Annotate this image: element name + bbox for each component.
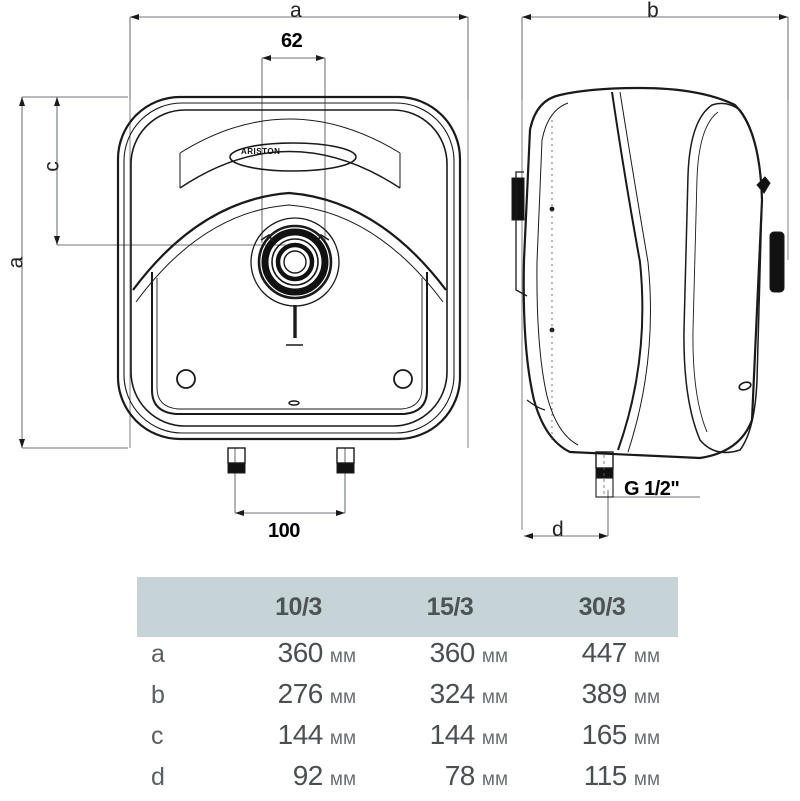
- front-view-outline: [116, 95, 462, 441]
- table-row: d 92 мм 78 мм 115 мм: [137, 760, 678, 801]
- cell-value: 389: [581, 678, 628, 709]
- cell-unit: мм: [481, 687, 508, 708]
- cell-b-30-3: 389 мм: [526, 678, 678, 710]
- cell-unit: мм: [329, 728, 356, 749]
- dim-label-a-top: a: [290, 0, 302, 22]
- cell-unit: мм: [329, 646, 356, 667]
- side-wall-bracket: [511, 171, 528, 297]
- brand-badge: [229, 142, 357, 172]
- dim-label-d: d: [552, 518, 564, 541]
- brand-badge-label: ARISTON: [241, 147, 281, 156]
- dimension-lines-front: [21, 16, 469, 514]
- cell-a-15-3: 360 мм: [374, 637, 526, 669]
- table-row: c 144 мм 144 мм 165 мм: [137, 719, 678, 760]
- table-header-row: 10/3 15/3 30/3: [137, 577, 678, 637]
- cell-unit: мм: [481, 646, 508, 667]
- cell-value: 144: [429, 719, 476, 750]
- side-view-outline: [522, 86, 764, 460]
- dimensions-table: 10/3 15/3 30/3 a 360 мм 360 мм 447 мм b …: [137, 577, 678, 801]
- cell-unit: мм: [481, 769, 508, 790]
- cell-value: 92: [292, 760, 324, 791]
- cell-unit: мм: [633, 728, 660, 749]
- cell-d-10-3: 92 мм: [223, 760, 374, 792]
- cell-a-10-3: 360 мм: [223, 637, 374, 669]
- cell-c-30-3: 165 мм: [526, 719, 678, 751]
- cell-value: 360: [429, 637, 476, 668]
- cell-value: 144: [277, 719, 324, 750]
- dim-label-b: b: [647, 0, 659, 22]
- cell-unit: мм: [329, 769, 356, 790]
- side-corner-detail: [526, 399, 546, 411]
- table-row: b 276 мм 324 мм 389 мм: [137, 678, 678, 719]
- cell-c-10-3: 144 мм: [223, 719, 374, 751]
- dimension-arrowheads-front: [19, 14, 468, 516]
- cell-unit: мм: [481, 728, 508, 749]
- cell-d-15-3: 78 мм: [374, 760, 526, 792]
- cell-c-15-3: 144 мм: [374, 719, 526, 751]
- panel-indicator-slot: [288, 400, 300, 406]
- table-header-col-2: 30/3: [578, 592, 626, 621]
- cell-value: 78: [444, 760, 476, 791]
- temperature-knob: [250, 217, 340, 307]
- dimension-arrowheads-side: [522, 14, 788, 539]
- cell-value: 447: [581, 637, 628, 668]
- cell-b-15-3: 324 мм: [374, 678, 526, 710]
- panel-screw-holes: [176, 369, 413, 389]
- side-lower-slot: [738, 381, 752, 391]
- front-upper-band: [179, 118, 401, 189]
- row-label-d: d: [151, 763, 165, 791]
- dimension-lines-side: [521, 16, 789, 537]
- thread-callout-label: G 1/2": [624, 478, 680, 500]
- cell-unit: мм: [633, 687, 660, 708]
- dim-label-62: 62: [281, 30, 303, 52]
- cell-a-30-3: 447 мм: [526, 637, 678, 669]
- table-header-col-0: 10/3: [275, 592, 322, 621]
- cell-value: 165: [581, 719, 628, 750]
- dim-label-100: 100: [268, 520, 300, 542]
- side-knob: [769, 231, 785, 293]
- cell-d-30-3: 115 мм: [526, 760, 678, 792]
- dim-label-a-left: a: [4, 256, 28, 269]
- table-row: a 360 мм 360 мм 447 мм: [137, 637, 678, 678]
- cell-unit: мм: [633, 646, 660, 667]
- front-panel-curve: [132, 191, 447, 303]
- drawing-area: a 62 a c 100 b d G 1/2" ARISTON: [4, 0, 789, 542]
- front-pipe-connectors: [227, 447, 355, 474]
- knob-mount-tabs: [260, 233, 330, 243]
- technical-drawing-svg: [19, 14, 789, 539]
- table-header-col-1: 15/3: [426, 592, 474, 621]
- dim-label-c-left: c: [40, 161, 64, 172]
- cell-value: 360: [277, 637, 324, 668]
- cell-value: 115: [583, 760, 628, 791]
- cell-unit: мм: [329, 687, 356, 708]
- cell-value: 276: [277, 678, 324, 709]
- cell-b-10-3: 276 мм: [223, 678, 374, 710]
- side-pipe-connector: [595, 451, 614, 498]
- row-label-a: a: [151, 640, 165, 668]
- cell-value: 324: [429, 678, 476, 709]
- side-upper-tab: [756, 176, 771, 194]
- row-label-b: b: [151, 681, 165, 709]
- row-label-c: c: [151, 722, 164, 750]
- front-lower-panel: [151, 272, 428, 415]
- cell-unit: мм: [633, 769, 660, 790]
